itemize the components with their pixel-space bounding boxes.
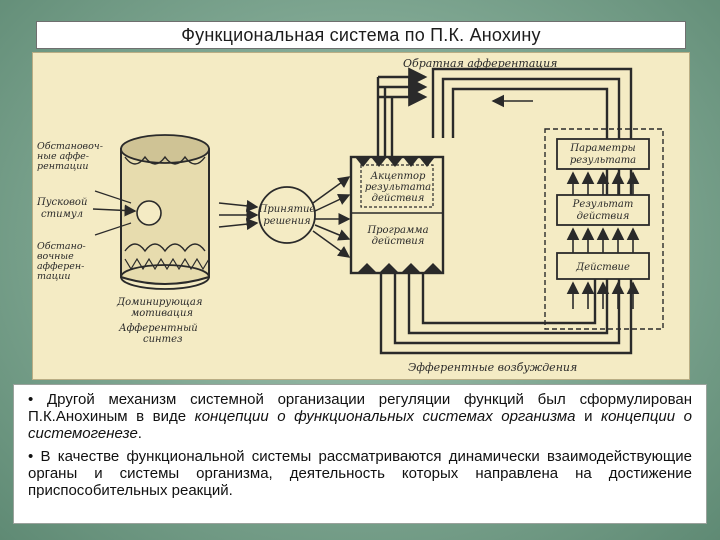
acceptor-program-block: Акцептор результата действия Программа д… bbox=[349, 155, 445, 275]
diagram-svg: Обратная афферентация Эфферентные возбуж… bbox=[36, 57, 664, 374]
svg-text:Принятие: Принятие bbox=[258, 204, 316, 215]
afferent-synthesis-label: Афферентный bbox=[118, 323, 198, 334]
svg-text:действия: действия bbox=[372, 236, 425, 247]
action-box: Действие bbox=[556, 252, 650, 280]
afferent-synthesis-label-2: синтез bbox=[143, 334, 182, 345]
situational-afferent-label-3: рентации bbox=[37, 161, 89, 172]
svg-text:Параметры: Параметры bbox=[569, 143, 635, 154]
svg-text:действия: действия bbox=[577, 211, 630, 222]
slide-title: Функциональная система по П.К. Анохину bbox=[36, 21, 686, 49]
efferent-label: Эфферентные возбуждения bbox=[408, 361, 577, 374]
result-up-arrows bbox=[566, 171, 640, 309]
result-box: Результат действия bbox=[556, 194, 650, 226]
program-label: Программа bbox=[366, 225, 428, 236]
reverse-afferentation-label: Обратная афферентация bbox=[403, 57, 557, 70]
trigger-stimulus-label-2: стимул bbox=[41, 209, 83, 220]
dominant-motivation-label-2: мотивация bbox=[131, 308, 193, 319]
dominant-motivation-label: Доминирующая bbox=[116, 297, 203, 308]
svg-text:действия: действия bbox=[372, 193, 425, 204]
acceptor-label: Акцептор bbox=[370, 171, 426, 182]
params-box: Параметры результата bbox=[556, 138, 650, 170]
trigger-stimulus-label: Пусковой bbox=[36, 197, 87, 208]
situational-afferent-b-label-3: афферен- bbox=[37, 261, 84, 272]
svg-text:результата: результата bbox=[365, 182, 431, 193]
situational-afferent-b-label-4: тации bbox=[37, 271, 71, 282]
result-frame bbox=[544, 128, 664, 330]
svg-text:Результат: Результат bbox=[572, 199, 634, 210]
svg-text:решения: решения bbox=[263, 216, 310, 227]
afferent-synthesis-drum bbox=[92, 134, 210, 290]
svg-text:Действие: Действие bbox=[575, 262, 630, 273]
decision-node: Принятие решения bbox=[258, 186, 316, 244]
anokhin-diagram: Обратная афферентация Эфферентные возбуж… bbox=[32, 52, 690, 380]
situational-afferent-label-2: ные аффе- bbox=[37, 151, 89, 162]
situational-afferent-b-label: Обстано- bbox=[37, 241, 86, 252]
bullet-1: • Другой механизм системной организации … bbox=[28, 391, 692, 442]
situational-afferent-b-label-2: вочные bbox=[37, 251, 74, 262]
situational-afferent-label: Обстановоч- bbox=[37, 141, 103, 152]
description-text-box: • Другой механизм системной организации … bbox=[13, 384, 707, 524]
decision-to-block-arrows bbox=[218, 176, 351, 258]
efferent-lines bbox=[379, 271, 633, 355]
svg-text:результата: результата bbox=[570, 155, 636, 166]
bullet-2: • В качестве функциональной системы расс… bbox=[28, 448, 692, 499]
